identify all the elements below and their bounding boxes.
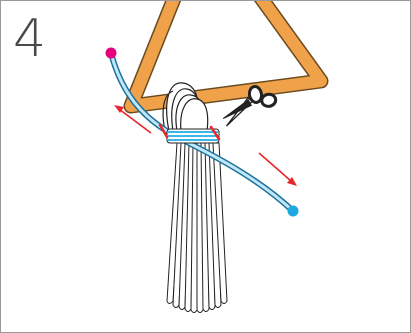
cord-end-magenta (106, 48, 117, 59)
triangle-frame (131, 1, 321, 106)
tassel-strands (167, 143, 227, 313)
arrow-down-right-icon (259, 153, 297, 186)
tassel-binding (167, 129, 219, 143)
cord-end-blue (288, 206, 299, 217)
